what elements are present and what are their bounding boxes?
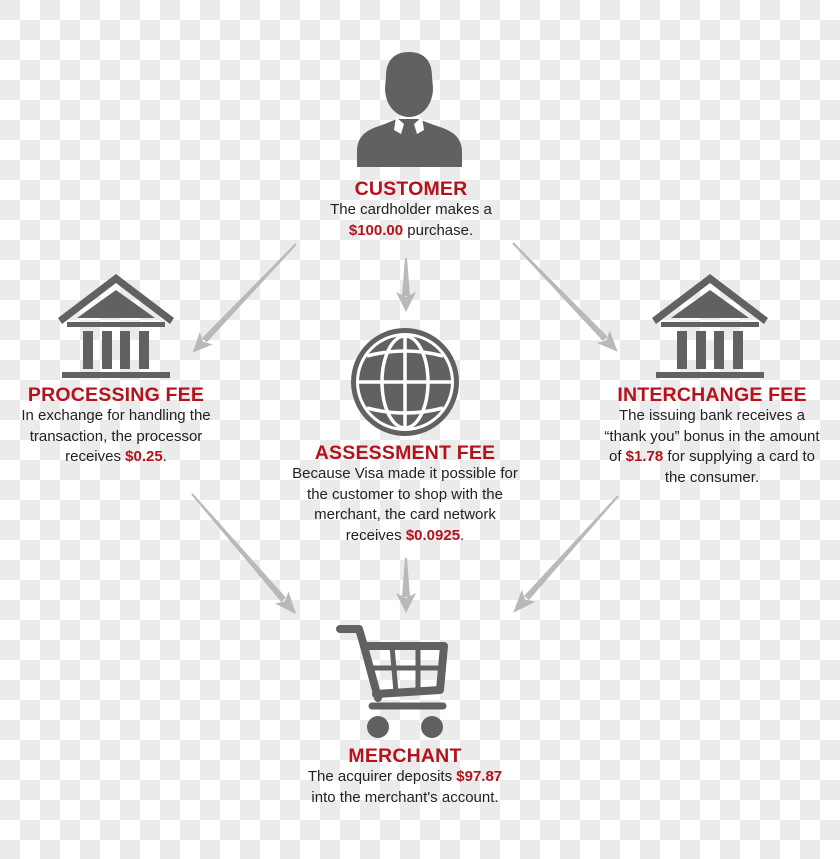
person-icon bbox=[357, 52, 462, 167]
merchant-line-1-prefix: The acquirer deposits bbox=[307, 768, 457, 785]
interchange-line-2: “thank you” bonus in the amount bbox=[604, 427, 820, 445]
merchant-deposit-amount: $97.87 bbox=[456, 768, 503, 785]
merchant-title: MERCHANT bbox=[348, 745, 462, 767]
arrow-down-right-icon bbox=[512, 242, 618, 352]
customer-line-1: The cardholder makes a bbox=[330, 201, 492, 218]
customer-line-2-suffix: purchase. bbox=[403, 221, 474, 239]
arrow-down-icon bbox=[396, 558, 416, 613]
processing-fee-description: In exchange for handling the transaction… bbox=[21, 406, 210, 468]
flow-arrows bbox=[191, 242, 619, 615]
merchant-node: MERCHANT The acquirer deposits $97.87 in… bbox=[308, 745, 502, 808]
assessment-line-4: receives $0.0925. bbox=[292, 526, 518, 547]
arrow-down-left-icon bbox=[192, 243, 297, 353]
interchange-fee-title: INTERCHANGE FEE bbox=[617, 384, 807, 406]
merchant-line-1: The acquirer deposits $97.87 bbox=[308, 767, 502, 788]
customer-node: CUSTOMER The cardholder makes a $100.00 … bbox=[330, 178, 492, 241]
merchant-line-2: into the merchant's account. bbox=[311, 788, 499, 806]
processing-fee-node: PROCESSING FEE In exchange for handling … bbox=[21, 384, 210, 468]
purchase-amount: $100.00 bbox=[348, 221, 404, 239]
interchange-line-3-suffix: for supplying a card to bbox=[663, 448, 815, 465]
processing-fee-amount: $0.25 bbox=[125, 448, 163, 465]
arrow-down-icon bbox=[396, 258, 416, 312]
assessment-line-1: Because Visa made it possible for bbox=[292, 465, 518, 482]
customer-line-2: $100.00 purchase. bbox=[330, 221, 492, 242]
merchant-description: The acquirer deposits $97.87 into the me… bbox=[308, 767, 502, 808]
assessment-fee-amount: $0.0925 bbox=[405, 526, 461, 544]
assessment-fee-node: ASSESSMENT FEE Because Visa made it poss… bbox=[292, 442, 518, 546]
arrow-down-right-icon bbox=[191, 493, 297, 615]
interchange-line-3-prefix: of bbox=[608, 448, 626, 465]
assessment-line-2: the customer to shop with the bbox=[307, 485, 503, 503]
processing-line-3-prefix: receives bbox=[65, 448, 126, 465]
interchange-line-4: the consumer. bbox=[664, 468, 760, 486]
processing-line-1: In exchange for handling the bbox=[21, 407, 211, 424]
assessment-line-3: merchant, the card network bbox=[314, 506, 496, 523]
globe-icon bbox=[351, 328, 459, 436]
interchange-line-3: of $1.78 for supplying a card to bbox=[604, 447, 819, 468]
arrow-down-left-icon bbox=[513, 495, 619, 613]
interchange-fee-amount: $1.78 bbox=[625, 448, 664, 465]
assessment-line-4-prefix: receives bbox=[345, 526, 406, 544]
processing-line-3-suffix: . bbox=[162, 448, 167, 465]
bank-icon bbox=[58, 274, 174, 378]
interchange-line-1: The issuing bank receives a bbox=[619, 407, 805, 424]
shopping-cart-icon bbox=[336, 625, 448, 738]
customer-description: The cardholder makes a $100.00 purchase. bbox=[330, 200, 492, 241]
interchange-fee-description: The issuing bank receives a “thank you” … bbox=[604, 406, 819, 488]
assessment-fee-description: Because Visa made it possible for the cu… bbox=[292, 464, 518, 546]
processing-fee-title: PROCESSING FEE bbox=[27, 384, 205, 406]
bank-icon bbox=[652, 274, 768, 378]
interchange-fee-node: INTERCHANGE FEE The issuing bank receive… bbox=[604, 384, 819, 488]
customer-title: CUSTOMER bbox=[354, 178, 468, 200]
assessment-line-4-suffix: . bbox=[460, 526, 465, 544]
assessment-fee-title: ASSESSMENT FEE bbox=[314, 442, 496, 464]
processing-line-3: receives $0.25. bbox=[21, 447, 210, 468]
processing-line-2: transaction, the processor bbox=[29, 427, 203, 445]
